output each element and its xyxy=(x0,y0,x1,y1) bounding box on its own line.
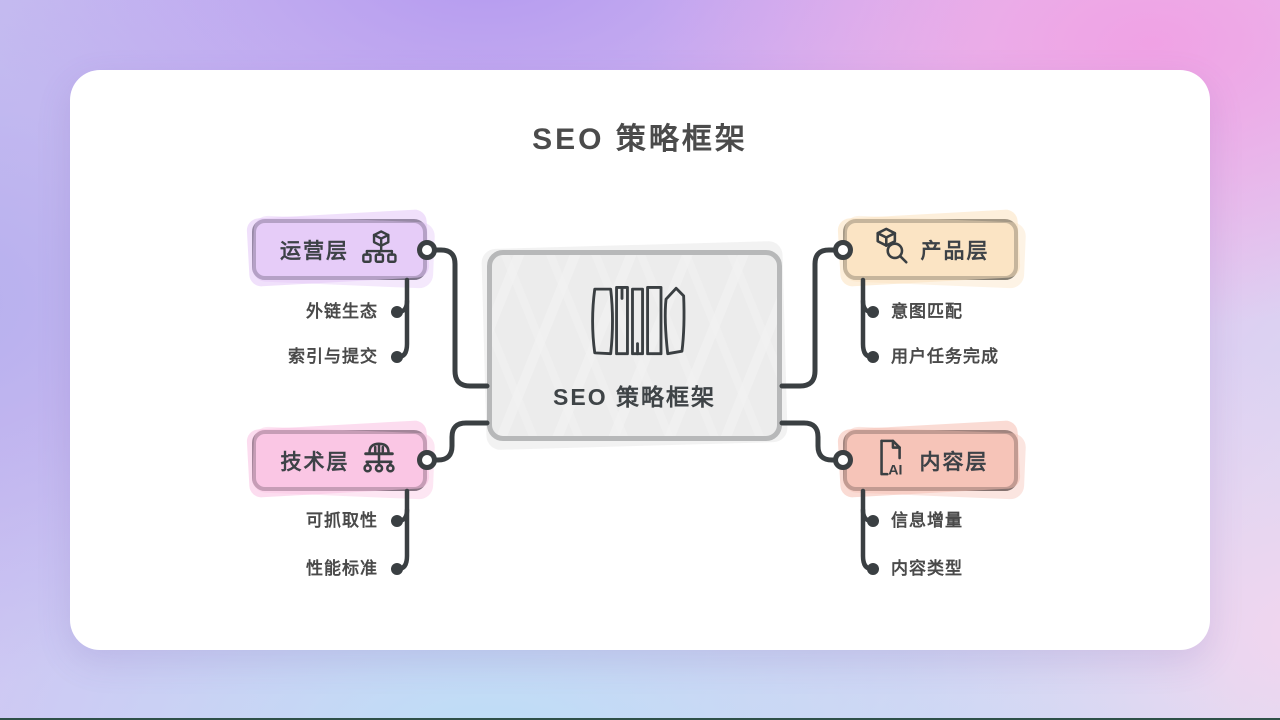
cube-sitemap-icon xyxy=(358,229,399,271)
child-topic-crawlability[interactable]: 可抓取性 xyxy=(306,511,378,530)
cube-search-icon xyxy=(872,227,912,272)
helmet-network-icon xyxy=(359,440,399,481)
ai-document-icon: AI xyxy=(873,437,911,484)
page-title: SEO 策略框架 xyxy=(532,123,748,156)
screen-edge-line xyxy=(0,718,1280,720)
branch-node-content[interactable]: AI 内容层 xyxy=(843,430,1018,491)
svg-text:AI: AI xyxy=(888,463,902,479)
child-topic-backlink-ecosystem[interactable]: 外链生态 xyxy=(306,302,378,321)
child-topic-information-gain[interactable]: 信息增量 xyxy=(891,511,963,530)
bookshelf-icon xyxy=(583,279,687,368)
center-node-label: SEO 策略框架 xyxy=(553,384,716,410)
child-topic-user-task-completion[interactable]: 用户任务完成 xyxy=(891,347,999,366)
branch-label-technical: 技术层 xyxy=(280,450,350,474)
branch-label-product: 产品层 xyxy=(920,239,990,263)
child-topic-indexing-submission[interactable]: 索引与提交 xyxy=(288,347,378,366)
center-node[interactable]: SEO 策略框架 xyxy=(487,250,782,441)
branch-node-technical[interactable]: 技术层 xyxy=(252,430,427,491)
branch-label-content: 内容层 xyxy=(919,450,989,474)
branch-node-operations[interactable]: 运营层 xyxy=(252,219,427,280)
child-topic-intent-matching[interactable]: 意图匹配 xyxy=(891,302,963,321)
branch-node-product[interactable]: 产品层 xyxy=(843,219,1018,280)
child-topic-content-type[interactable]: 内容类型 xyxy=(891,559,963,578)
child-topic-performance-standards[interactable]: 性能标准 xyxy=(306,559,378,578)
branch-label-operations: 运营层 xyxy=(280,239,349,263)
